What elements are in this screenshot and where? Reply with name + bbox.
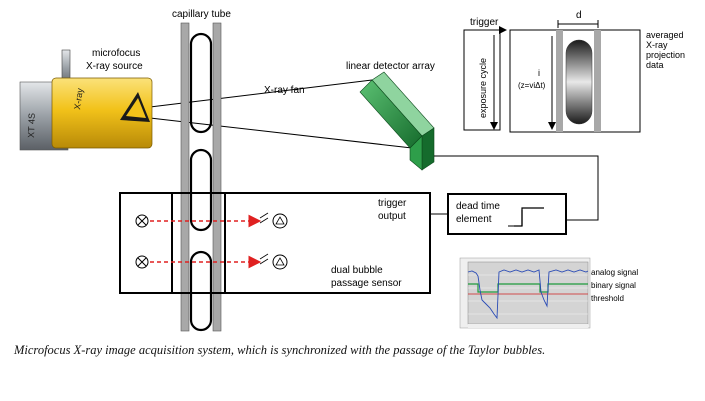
projection-label-2: X-ray [646,40,668,50]
xray-source: X-ray XT 4S [19,49,153,151]
trigger-output-label-2: output [378,211,406,222]
dead-time-label-2: element [456,214,492,225]
sensor-label-2: passage sensor [331,278,402,289]
laser-emitter-icon [135,255,149,269]
detector-connection [434,155,599,221]
signal-plot [459,257,591,329]
bubble-projection [565,39,593,125]
taylor-bubble [189,148,213,232]
xray-fan-label: X-ray fan [264,85,305,96]
d-label: d [576,10,582,21]
capillary-tube [180,22,222,332]
projection-label-3: projection [646,50,685,60]
axis-i-label: i [538,68,540,78]
photodiode-icon [259,253,288,270]
figure-caption: Microfocus X-ray image acquisition syste… [14,343,546,357]
source-label-2: X-ray source [86,61,143,72]
trigger-output-label-1: trigger [378,198,407,209]
projection-label-1: averaged [646,30,684,40]
laser-emitter-icon [135,214,149,228]
sensor-label-1: dual bubble [331,265,383,276]
axis-eq-label: (z=viΔt) [518,81,546,90]
dead-time-element [447,193,567,235]
pulse-icon [514,207,544,227]
source-brand-text: X-ray [72,87,85,110]
dead-time-label-1: dead time [456,201,500,212]
legend-threshold: threshold [591,294,624,303]
photodiode-icon [259,212,288,229]
projection-panel [463,20,641,133]
trigger-top-label: trigger [470,17,499,28]
projection-label-4: data [646,60,664,70]
linear-detector-array [359,71,435,171]
taylor-bubble [189,250,213,332]
source-housing [51,77,153,149]
source-label-1: microfocus [92,48,140,59]
capillary-tube-label: capillary tube [172,9,231,20]
exposure-cycle-label: exposure cycle [478,58,488,118]
source-model-text: XT 4S [26,113,37,138]
passage-sensor [119,192,431,294]
taylor-bubble [189,32,213,134]
legend-binary: binary signal [591,281,636,290]
analog-signal-line [467,269,589,320]
detector-label: linear detector array [346,61,435,72]
legend-analog: analog signal [591,268,638,277]
